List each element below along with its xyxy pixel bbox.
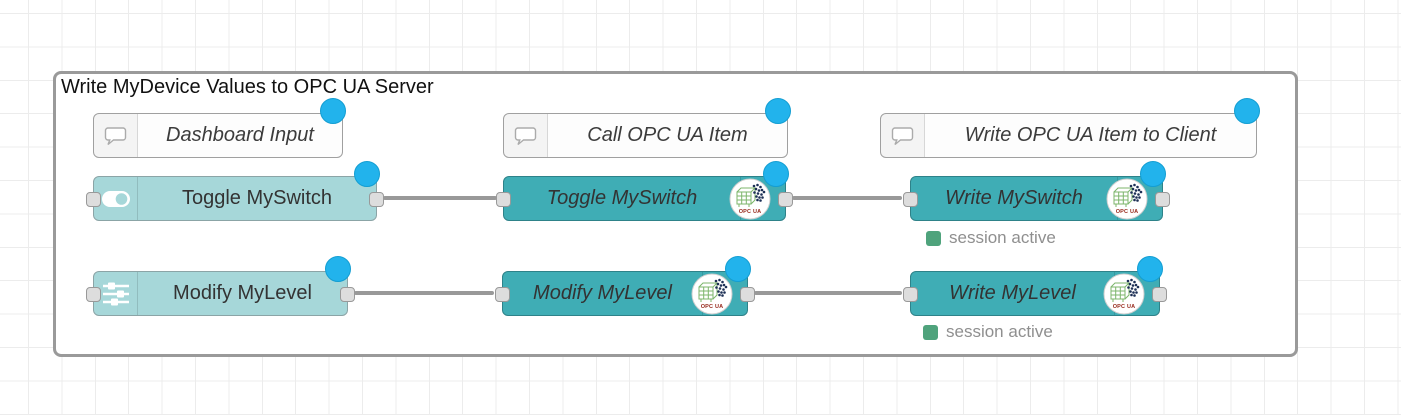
speech-bubble-icon	[514, 126, 536, 145]
output-port[interactable]	[340, 287, 355, 302]
changed-indicator	[325, 256, 351, 282]
node-label: Write MySwitch	[945, 187, 1083, 209]
status-green-icon	[926, 230, 941, 246]
wire-modify-to-call[interactable]	[354, 291, 494, 295]
comment-icon-box	[504, 114, 548, 157]
node-label: Toggle MySwitch	[546, 187, 698, 209]
node-opcua-call-toggle-myswitch[interactable]: Toggle MySwitch OPC UA	[496, 161, 793, 221]
node-opcua-write-myswitch[interactable]: Write MySwitch OPC UA	[903, 161, 1170, 221]
speech-bubble-icon	[891, 126, 913, 145]
node-label: Write MyLevel	[949, 282, 1076, 304]
changed-indicator	[1234, 98, 1260, 124]
opcua-logo-icon: OPC UA	[691, 273, 733, 315]
wire-call-to-write-switch[interactable]	[792, 196, 902, 200]
node-dashboard-modify-mylevel[interactable]: Modify MyLevel	[86, 256, 355, 316]
input-port[interactable]	[495, 287, 510, 302]
node-opcua-call-modify-mylevel[interactable]: Modify MyLevel OPC UA	[495, 256, 755, 316]
node-label: Modify MyLevel	[533, 282, 672, 304]
comment-node-write-opcua-item[interactable]: Write OPC UA Item to Client	[880, 98, 1260, 158]
comment-label: Write OPC UA Item to Client	[964, 124, 1217, 146]
input-port[interactable]	[86, 287, 101, 302]
node-label: Modify MyLevel	[173, 282, 312, 304]
node-dashboard-toggle-myswitch[interactable]: Toggle MySwitch	[86, 161, 384, 221]
speech-bubble-icon	[104, 126, 126, 145]
input-port[interactable]	[903, 192, 918, 207]
changed-indicator	[1140, 161, 1166, 187]
sliders-icon	[102, 282, 129, 305]
node-icon-box	[94, 177, 138, 220]
output-port[interactable]	[1155, 192, 1170, 207]
output-port[interactable]	[740, 287, 755, 302]
opcua-logo-icon: OPC UA	[1106, 178, 1148, 220]
status-green-icon	[923, 324, 938, 340]
opcua-logo-icon: OPC UA	[729, 178, 771, 220]
wire-call-to-write-level[interactable]	[754, 291, 902, 295]
changed-indicator	[320, 98, 346, 124]
comment-label: Call OPC UA Item	[587, 124, 748, 146]
group-title: Write MyDevice Values to OPC UA Server	[61, 76, 434, 98]
opcua-badge-text: OPC UA	[739, 209, 762, 215]
comment-icon-box	[94, 114, 138, 157]
changed-indicator	[1137, 256, 1163, 282]
input-port[interactable]	[903, 287, 918, 302]
comment-node-dashboard-input[interactable]: Dashboard Input	[93, 98, 346, 158]
input-port[interactable]	[496, 192, 511, 207]
node-label: Toggle MySwitch	[181, 187, 333, 209]
wire-toggle-to-call[interactable]	[383, 196, 497, 200]
input-port[interactable]	[86, 192, 101, 207]
status-text: session active	[949, 228, 1056, 247]
comment-label: Dashboard Input	[166, 124, 314, 146]
opcua-badge-text: OPC UA	[1113, 304, 1136, 310]
node-opcua-write-mylevel[interactable]: Write MyLevel OPC UA	[903, 256, 1167, 316]
status-text: session active	[946, 322, 1053, 341]
output-port[interactable]	[778, 192, 793, 207]
changed-indicator	[763, 161, 789, 187]
node-status-write-mylevel: session active	[923, 322, 1053, 342]
output-port[interactable]	[1152, 287, 1167, 302]
changed-indicator	[725, 256, 751, 282]
changed-indicator	[765, 98, 791, 124]
node-status-write-myswitch: session active	[926, 228, 1056, 248]
opcua-logo-icon: OPC UA	[1103, 273, 1145, 315]
changed-indicator	[354, 161, 380, 187]
opcua-badge-text: OPC UA	[1116, 209, 1139, 215]
comment-node-call-opcua-item[interactable]: Call OPC UA Item	[503, 98, 791, 158]
output-port[interactable]	[369, 192, 384, 207]
opcua-badge-text: OPC UA	[701, 304, 724, 310]
comment-icon-box	[881, 114, 925, 157]
toggle-switch-icon	[101, 190, 130, 207]
node-icon-box	[94, 272, 138, 315]
